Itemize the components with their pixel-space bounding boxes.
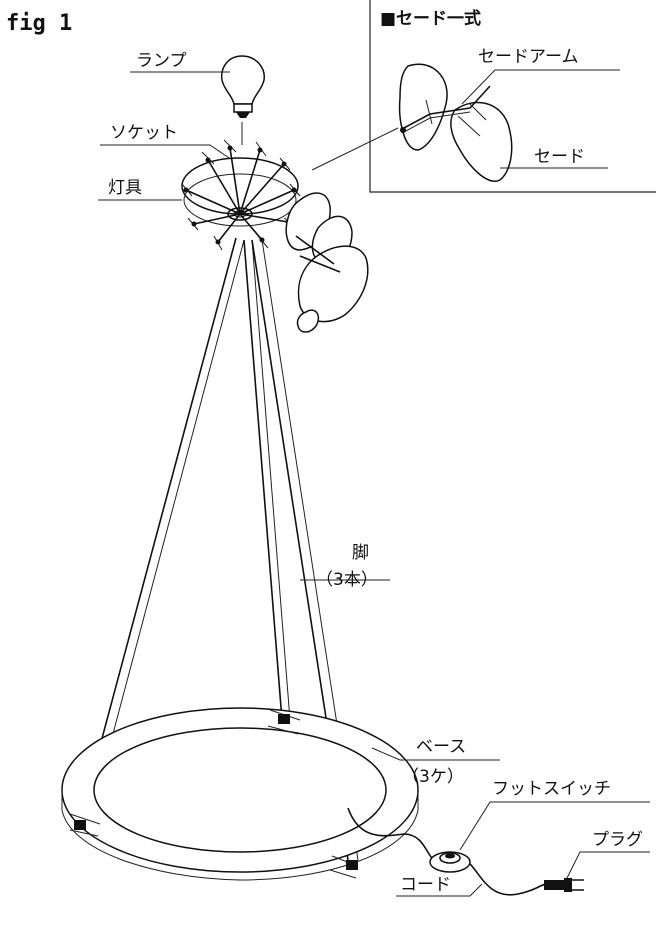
foot-switch [429,851,471,873]
foot-left [74,820,86,830]
foot-middle [278,714,290,724]
label-shade: セード [534,147,585,167]
arm-pivot [400,127,406,133]
inset-title: ■セード一式 [380,8,481,29]
shade-set-inset: ■セード一式 セードアーム セード [369,0,656,193]
label-plug: プラグ [592,830,643,850]
leader-base [371,747,500,761]
leader-shade-arm [461,69,620,105]
label-leg-count: （3本） [316,570,378,590]
inset-shade-arm [400,85,491,137]
leader-socket [100,144,233,161]
light-fixture [181,139,301,251]
foot-right [346,860,358,870]
inset-shade-left [398,63,448,151]
plug [544,878,584,892]
label-socket: ソケット [110,123,178,143]
label-shade-arm: セードアーム [478,47,578,67]
label-base: ベース [416,737,466,757]
inset-pointer-line [311,127,399,171]
leader-plug [565,851,650,881]
label-foot-switch: フットスイッチ [492,779,611,799]
inset-shade-right [450,101,513,182]
label-base-count: （3ケ） [402,767,464,787]
label-lamp: ランプ [136,51,187,71]
inset-border [369,0,656,193]
base-joint-left [69,813,101,837]
cord-to-plug [467,861,549,896]
label-fixture: 灯具 [108,178,142,198]
label-cord: コード [400,875,451,895]
figure-title: fig 1 [6,11,72,36]
fixture-shades [285,192,369,333]
label-leg: 脚 [352,543,369,563]
leader-foot-switch [459,801,650,851]
cord-to-switch [347,807,433,859]
leg-middle [243,239,283,721]
leg-left [77,237,237,829]
lamp-bulb [220,55,265,118]
socket-ring [227,207,253,221]
base-ring [61,707,419,881]
leader-cord [396,883,483,897]
